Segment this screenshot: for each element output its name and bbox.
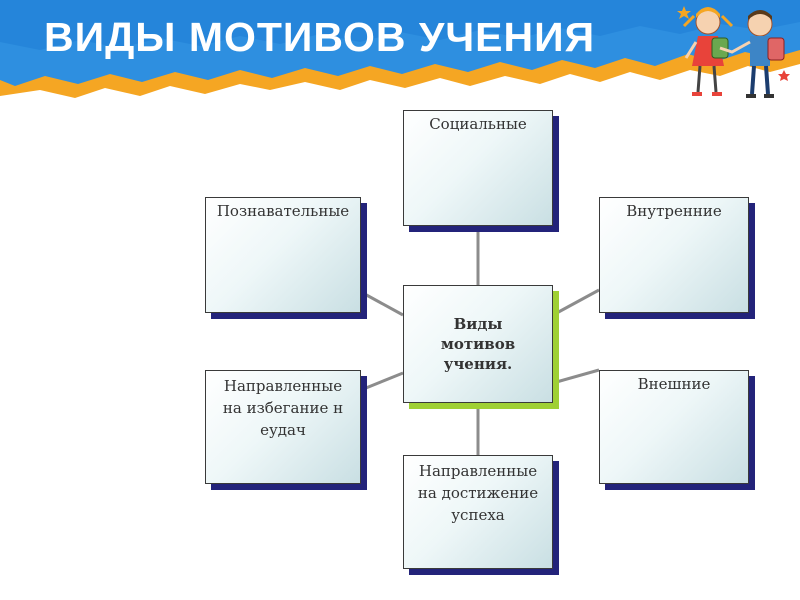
node-external-label: Внешние (637, 375, 711, 393)
node-avoid-failure: Направленные на избегание неудач (205, 370, 361, 484)
node-cognitive-label: Познавательные (216, 202, 350, 220)
kids-illustration-icon (677, 6, 790, 98)
node-external: Внешние (599, 370, 749, 484)
node-social: Социальные (403, 110, 553, 226)
node-avoid-failure-label: Направленные на избегание неудач (222, 377, 344, 439)
node-center-label: Виды мотивов учения. (440, 315, 516, 373)
node-internal-label: Внутренние (626, 202, 722, 220)
connector-avoid-failure (360, 371, 404, 392)
node-achieve-success-label: Направленные на достижение успеха (417, 462, 539, 524)
header-banner (0, 0, 800, 98)
node-center: Виды мотивов учения. (403, 285, 553, 403)
page-title: ВИДЫ МОТИВОВ УЧЕНИЯ (44, 14, 596, 60)
connector-external (552, 368, 600, 385)
node-cognitive: Познавательные (205, 197, 361, 313)
node-social-label: Социальные (429, 115, 527, 133)
diagram-connectors (360, 226, 600, 455)
connector-internal (552, 288, 600, 317)
connector-cognitive (360, 290, 404, 317)
node-achieve-success: Направленные на достижение успеха (403, 455, 553, 569)
diagram-panel: Социальные Познавательные Внутренние Вид… (187, 107, 775, 582)
node-internal: Внутренние (599, 197, 749, 313)
